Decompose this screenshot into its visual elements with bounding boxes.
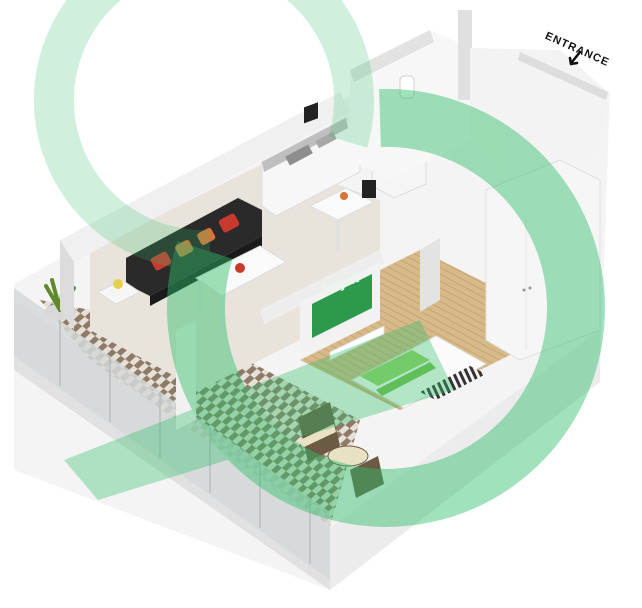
railing-posts xyxy=(59,320,311,564)
sofa xyxy=(126,198,262,306)
living-left-wall xyxy=(60,240,74,330)
tv-unit xyxy=(300,262,385,361)
living-back-wall xyxy=(60,92,350,262)
dining-set xyxy=(304,102,376,252)
balcony-railing xyxy=(14,288,330,580)
bathroom xyxy=(350,10,472,180)
kitchen-counter xyxy=(261,117,361,217)
bedroom-wall-front xyxy=(420,238,440,312)
entrance-arrow-icon xyxy=(568,50,582,66)
outer-wall-se xyxy=(330,330,600,590)
entrance-wall xyxy=(518,52,608,100)
tv-screen xyxy=(312,274,372,338)
bed xyxy=(350,335,488,409)
partition-wall xyxy=(176,320,196,430)
balcony-floor xyxy=(40,300,360,526)
coffee-table xyxy=(195,245,288,326)
balcony-furniture xyxy=(298,402,384,498)
wardrobe xyxy=(485,159,601,361)
bayut-watermark xyxy=(33,0,605,527)
bedroom-wall-left xyxy=(260,250,384,324)
side-table xyxy=(97,279,141,305)
